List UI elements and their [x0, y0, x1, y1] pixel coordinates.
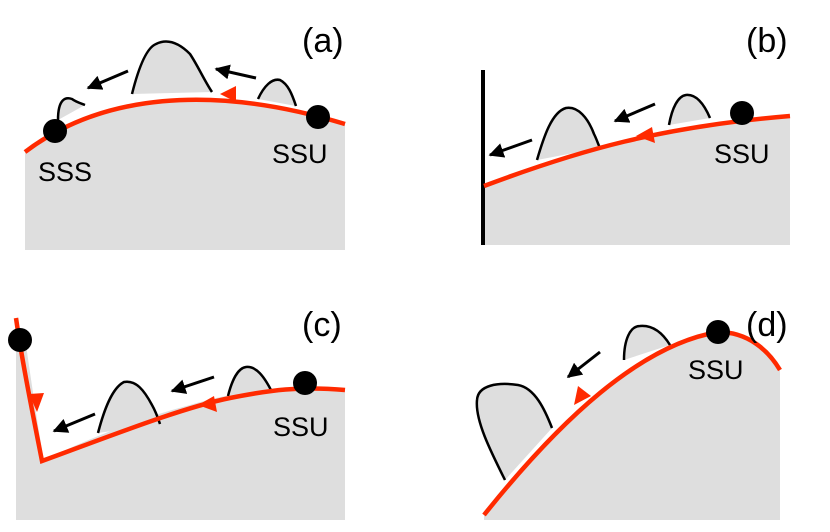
panel-c-trajectory-arrowhead-left: [198, 396, 217, 412]
panel-c-bump-left: [96, 380, 162, 434]
panel-b-flow-arrow-right: [613, 102, 656, 123]
panel-a-sss-label: SSS: [38, 157, 92, 187]
panel-a-flow-arrow-right: [214, 64, 257, 80]
panel-a-trajectory-arrowhead: [220, 86, 236, 102]
panel-d-label: (d): [746, 306, 788, 344]
panel-c-label: (c): [302, 306, 342, 344]
panel-c: SSU (c): [8, 306, 346, 520]
panel-b-label: (b): [746, 22, 788, 60]
panel-c-trajectory-arrowhead-down: [29, 393, 44, 412]
panel-a-bump-large: [130, 40, 214, 95]
panel-c-bump-right: [226, 365, 274, 397]
panel-b-flow-arrow-left: [488, 138, 533, 158]
panel-a-label: (a): [302, 22, 344, 60]
panel-a-point-sss: [43, 119, 67, 143]
panel-b-bump-left: [535, 106, 602, 161]
panel-d-landscape: [484, 332, 780, 520]
panel-d-trajectory: [482, 329, 782, 517]
panel-d-trajectory-arrowhead: [574, 386, 591, 405]
panel-b: SSU (b): [481, 22, 791, 245]
panel-d-bump-small: [622, 324, 672, 361]
panel-c-landscape: [16, 318, 345, 520]
panel-d-point-ssu: [706, 320, 730, 344]
panel-a-bump-small: [56, 97, 86, 121]
panel-c-point-ssu: [293, 371, 317, 395]
panel-c-ssu-label: SSU: [273, 412, 329, 442]
panel-b-bump-right: [667, 93, 712, 126]
panel-a-point-ssu: [306, 105, 330, 129]
panel-c-trajectory: [13, 317, 346, 465]
panel-d-flow-arrow: [566, 350, 601, 379]
panel-a: SSS SSU (a): [23, 22, 346, 250]
panel-b-point-ssu: [730, 101, 754, 125]
panel-c-point-top: [8, 328, 32, 352]
panel-b-trajectory-arrowhead: [636, 127, 655, 143]
panel-b-ssu-label: SSU: [714, 139, 770, 169]
panel-d-ssu-label: SSU: [688, 355, 744, 385]
panel-c-flow-arrow-right: [170, 375, 215, 394]
panel-a-ssu-label: SSU: [272, 139, 328, 169]
panel-d: SSU (d): [475, 306, 788, 520]
panel-d-bump-big: [475, 382, 554, 481]
panel-b-landscape: [484, 116, 790, 245]
panel-a-landscape: [25, 99, 345, 250]
panel-a-flow-arrow-left: [86, 69, 129, 90]
panel-a-bump-right: [256, 78, 298, 107]
panel-c-flow-arrow-left: [52, 412, 96, 433]
